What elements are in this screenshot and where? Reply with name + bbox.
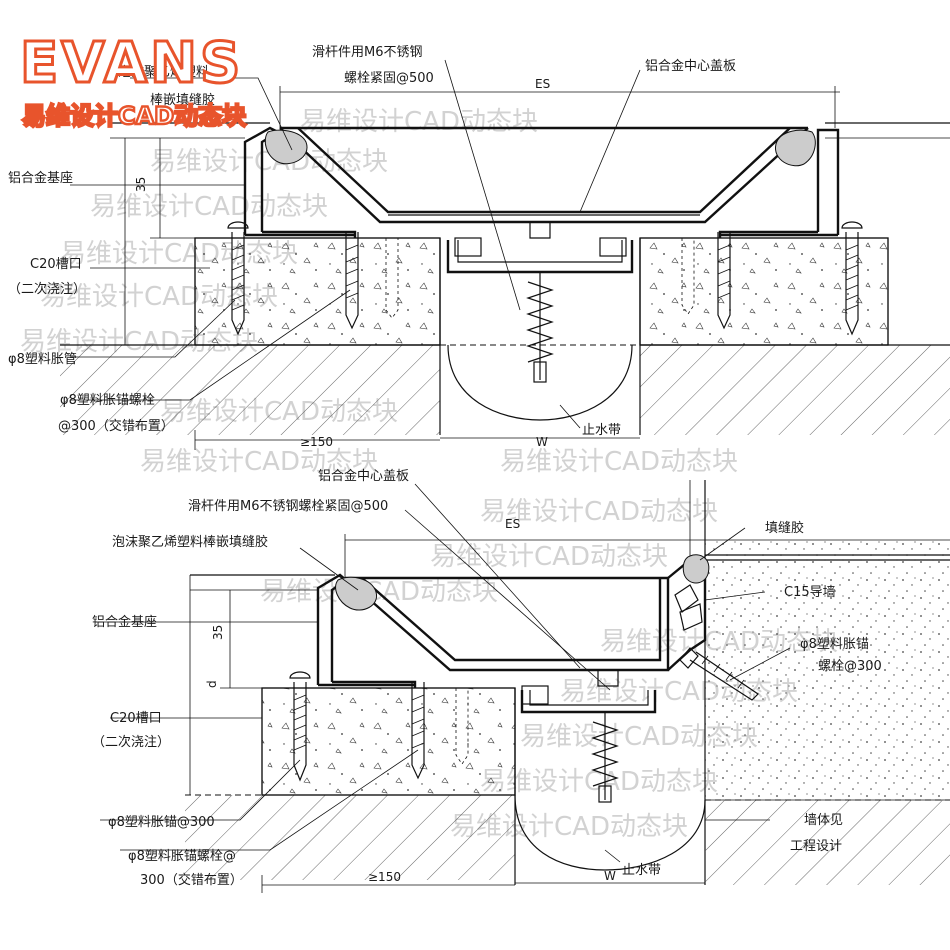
bottom-waterstop [514, 794, 706, 871]
top-substrate-right [640, 345, 950, 435]
bottom-detail: ES 35 d ≥150 W 铝合金中心盖板 滑杆件用M6不锈钢螺栓紧固@500… [92, 468, 950, 893]
top-substrate-left [60, 345, 440, 435]
bottom-guide-wall [705, 540, 950, 800]
top-detail: ES 35 ≥150 W 泡沫聚乙烯塑料 棒嵌填缝胶 滑杆件用M6不锈钢 螺栓紧… [8, 45, 950, 450]
top-label-anchor-bolt-2: @300（交错布置） [58, 418, 174, 434]
top-label-anchor-bolt: φ8塑料胀锚螺栓 [60, 393, 155, 408]
bottom-dim-w: W [604, 869, 616, 883]
top-label-groove-2: （二次浇注） [8, 281, 86, 297]
bottom-dim-height: 35 [211, 625, 225, 640]
top-groove-left [195, 238, 440, 345]
top-dim-w: W [536, 435, 548, 449]
bottom-label-groove-2: （二次浇注） [92, 734, 170, 750]
top-dim-height: 35 [134, 177, 148, 192]
top-label-slide-bolt-2: 螺栓紧固@500 [344, 71, 434, 86]
top-label-anchor: φ8塑料胀管 [8, 352, 77, 367]
brand-logo: EVANS 易维设计CAD动态块 [19, 30, 248, 132]
top-label-groove: C20槽口 [30, 257, 82, 272]
bottom-label-wall: C15导墙 [784, 585, 836, 600]
bottom-anchor-screws [289, 671, 469, 782]
top-dim-min-width: ≥150 [300, 435, 333, 449]
bottom-spring [591, 721, 619, 787]
top-label-slide-bolt: 滑杆件用M6不锈钢 [312, 45, 423, 60]
top-label-foam-rod-2: 棒嵌填缝胶 [150, 92, 215, 108]
bottom-wall-anchor [679, 647, 759, 701]
bottom-sealant [682, 554, 710, 584]
bottom-label-anchor: φ8塑料胀锚@300 [108, 815, 215, 830]
bottom-label-base: 铝合金基座 [92, 614, 157, 630]
bottom-label-foam-rod: 泡沫聚乙烯塑料棒嵌填缝胶 [112, 534, 268, 550]
bottom-dim-min-width: ≥150 [368, 870, 401, 884]
top-foam-rod-left [264, 129, 308, 165]
top-spring [526, 281, 554, 363]
bottom-label-wall-anchor: φ8塑料胀锚 [800, 637, 869, 652]
bottom-label-wall-finish-2: 工程设计 [790, 839, 842, 854]
bottom-label-anchor-bolt: φ8塑料胀锚螺栓@ [128, 849, 236, 864]
top-waterstop [447, 344, 633, 421]
watermark-text: 易维设计CAD动态块 [480, 497, 718, 527]
bottom-label-groove: C20槽口 [110, 711, 162, 726]
bottom-dim-es: ES [505, 517, 520, 531]
top-groove-right [640, 238, 888, 345]
bottom-label-center-plate: 铝合金中心盖板 [318, 468, 409, 484]
bottom-substrate-right [705, 800, 950, 885]
top-label-foam-rod: 泡沫聚乙烯塑料 [118, 65, 209, 80]
top-foam-rod-right [775, 129, 816, 167]
bottom-foam-rod [335, 576, 378, 611]
bottom-label-wall-finish: 墙体见 [804, 813, 843, 828]
bottom-label-slide-bolt: 滑杆件用M6不锈钢螺栓紧固@500 [188, 499, 388, 514]
bottom-label-waterstop: 止水带 [622, 863, 661, 878]
logo-tagline-text: 易维设计CAD动态块 [22, 102, 246, 130]
bottom-substrate-left [185, 795, 515, 880]
watermark-text: 易维设计CAD动态块 [430, 542, 668, 572]
watermark-text: 易维设计CAD动态块 [140, 447, 378, 477]
top-label-base: 铝合金基座 [8, 170, 73, 186]
bottom-dim-d: d [205, 680, 219, 688]
top-label-center-plate: 铝合金中心盖板 [645, 58, 736, 74]
bottom-label-wall-anchor-2: 螺栓@300 [818, 659, 882, 674]
top-label-waterstop: 止水带 [582, 423, 621, 438]
watermark-text: 易维设计CAD动态块 [90, 192, 328, 222]
logo-brand-text: EVANS [20, 31, 243, 96]
top-anchor-screws [227, 221, 863, 336]
top-dim-es: ES [535, 77, 550, 91]
bottom-label-anchor-bolt-2: 300（交错布置） [140, 872, 243, 888]
bottom-label-sealant: 填缝胶 [765, 520, 804, 536]
watermark-text: 易维设计CAD动态块 [300, 107, 538, 137]
watermark-text: 易维设计CAD动态块 [500, 447, 738, 477]
